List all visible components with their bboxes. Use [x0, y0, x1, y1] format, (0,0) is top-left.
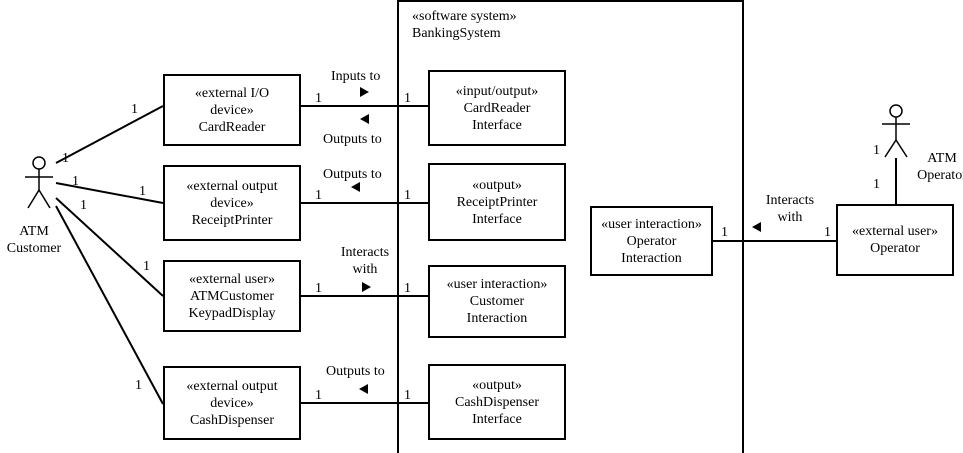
multiplicity-label: 1 — [873, 143, 880, 158]
label-outputs-to-cash: Outputs to — [326, 364, 385, 379]
system-label: «software system» BankingSystem — [412, 8, 517, 42]
arrow-outputs-to-card-icon — [360, 114, 369, 124]
system-name: BankingSystem — [412, 26, 501, 41]
label-inputs-to: Inputs to — [331, 69, 381, 84]
multiplicity-label: 1 — [315, 91, 322, 106]
multiplicity-label: 1 — [131, 102, 138, 117]
multiplicity-label: 1 — [315, 388, 322, 403]
arrow-outputs-to-receipt-icon — [351, 182, 360, 192]
label-interacts-operator: Interacts with — [765, 193, 815, 225]
multiplicity-label: 1 — [315, 281, 322, 296]
atm-operator-actor-icon — [882, 104, 910, 158]
arrow-outputs-to-cash-icon — [359, 384, 368, 394]
atm-customer-label: ATM Customer — [6, 224, 62, 256]
multiplicity-label: 1 — [135, 378, 142, 393]
multiplicity-label: 1 — [404, 388, 411, 403]
multiplicity-label: 1 — [72, 174, 79, 189]
label-interacts-customer: Interacts with — [340, 245, 390, 277]
multiplicity-label: 1 — [404, 91, 411, 106]
atm-operator-label: ATM Operator — [917, 151, 963, 183]
system-stereotype: «software system» — [412, 9, 517, 24]
boundary-associations — [301, 105, 897, 404]
multiplicity-label: 1 — [62, 151, 69, 166]
multiplicity-label: 1 — [824, 225, 831, 240]
multiplicity-label: 1 — [143, 259, 150, 274]
label-outputs-to-card: Outputs to — [323, 132, 382, 147]
multiplicity-label: 1 — [404, 281, 411, 296]
atm-customer-actor-icon — [25, 156, 53, 209]
multiplicity-label: 1 — [404, 188, 411, 203]
system-boundary — [397, 0, 744, 453]
multiplicity-label: 1 — [721, 225, 728, 240]
multiplicity-label: 1 — [315, 188, 322, 203]
multiplicity-label: 1 — [80, 198, 87, 213]
customer-associations — [55, 105, 164, 405]
label-outputs-to-receipt: Outputs to — [323, 167, 382, 182]
multiplicity-label: 1 — [139, 184, 146, 199]
operator-box: «external user»Operator — [836, 204, 954, 276]
arrow-inputs-to-icon — [360, 87, 369, 97]
multiplicity-label: 1 — [873, 177, 880, 192]
arrow-interacts-customer-icon — [362, 282, 371, 292]
direction-arrows — [351, 87, 761, 394]
arrow-interacts-operator-icon — [752, 222, 761, 232]
